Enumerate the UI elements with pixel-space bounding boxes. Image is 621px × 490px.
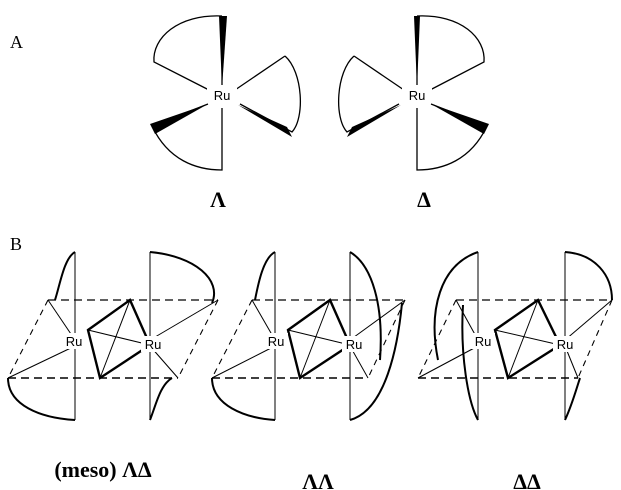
lambda-caption: Λ	[210, 187, 226, 212]
dashed-frame	[417, 299, 613, 379]
metal-label: Ru	[66, 334, 83, 349]
lambda-lambda-caption: ΛΛ	[302, 469, 334, 490]
ligand-arcs	[211, 251, 403, 421]
lambda-lambda-complex: Ru Ru ΛΛ	[211, 251, 406, 490]
dashed-frame	[211, 299, 406, 379]
wedge-bonds	[150, 16, 292, 137]
dashed-frame	[7, 299, 219, 379]
bridging-ligand	[286, 298, 352, 380]
delta-delta-caption: ΔΔ	[513, 469, 541, 490]
panel-b-label: B	[10, 234, 22, 254]
delta-caption: Δ	[417, 187, 431, 212]
metal-bonds	[211, 299, 406, 379]
delta-delta-complex: Ru Ru ΔΔ	[417, 251, 613, 490]
metal-label: Ru	[346, 337, 363, 352]
ligand-arcs	[433, 251, 613, 421]
meso-dinuclear-complex: Ru Ru (meso) ΛΔ	[7, 251, 219, 482]
delta-complex: Ru Δ	[338, 15, 489, 212]
ligand-arcs	[7, 251, 215, 421]
metal-label: Ru	[214, 88, 231, 103]
metal-label: Ru	[557, 337, 574, 352]
lambda-complex: Ru Λ	[150, 15, 301, 212]
metal-label: Ru	[268, 334, 285, 349]
metal-label: Ru	[409, 88, 426, 103]
metal-label: Ru	[475, 334, 492, 349]
meso-caption: (meso) ΛΔ	[54, 457, 152, 482]
panel-a-label: A	[10, 32, 23, 52]
metal-bonds	[417, 299, 613, 379]
bridging-ligand	[493, 298, 562, 380]
metal-label: Ru	[145, 337, 162, 352]
bridging-ligand	[86, 298, 152, 380]
wedge-bonds	[347, 16, 489, 137]
